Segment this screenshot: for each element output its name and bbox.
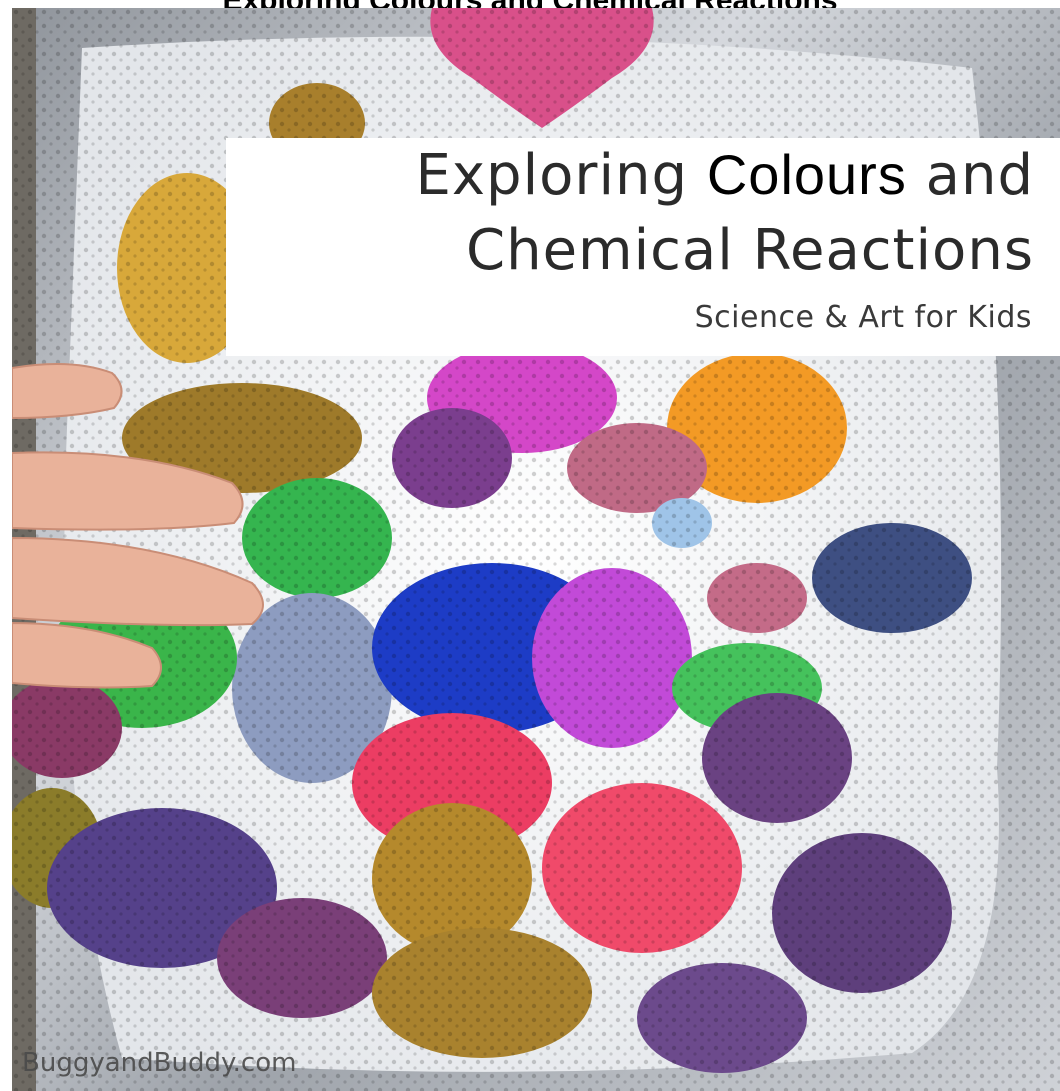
- watermark: BuggyandBuddy.com: [22, 1048, 297, 1078]
- title-word-exploring: Exploring: [415, 143, 689, 208]
- child-hand: [12, 363, 264, 689]
- subtitle: Science & Art for Kids: [694, 300, 1032, 335]
- title-line-1: Exploring Colours and: [416, 142, 1034, 208]
- title-line-2: Chemical Reactions: [465, 218, 1034, 283]
- title-panel: Exploring Colours and Chemical Reactions…: [226, 138, 1060, 356]
- title-word-and: and: [925, 143, 1034, 208]
- title-word-colours: Colours: [706, 143, 907, 206]
